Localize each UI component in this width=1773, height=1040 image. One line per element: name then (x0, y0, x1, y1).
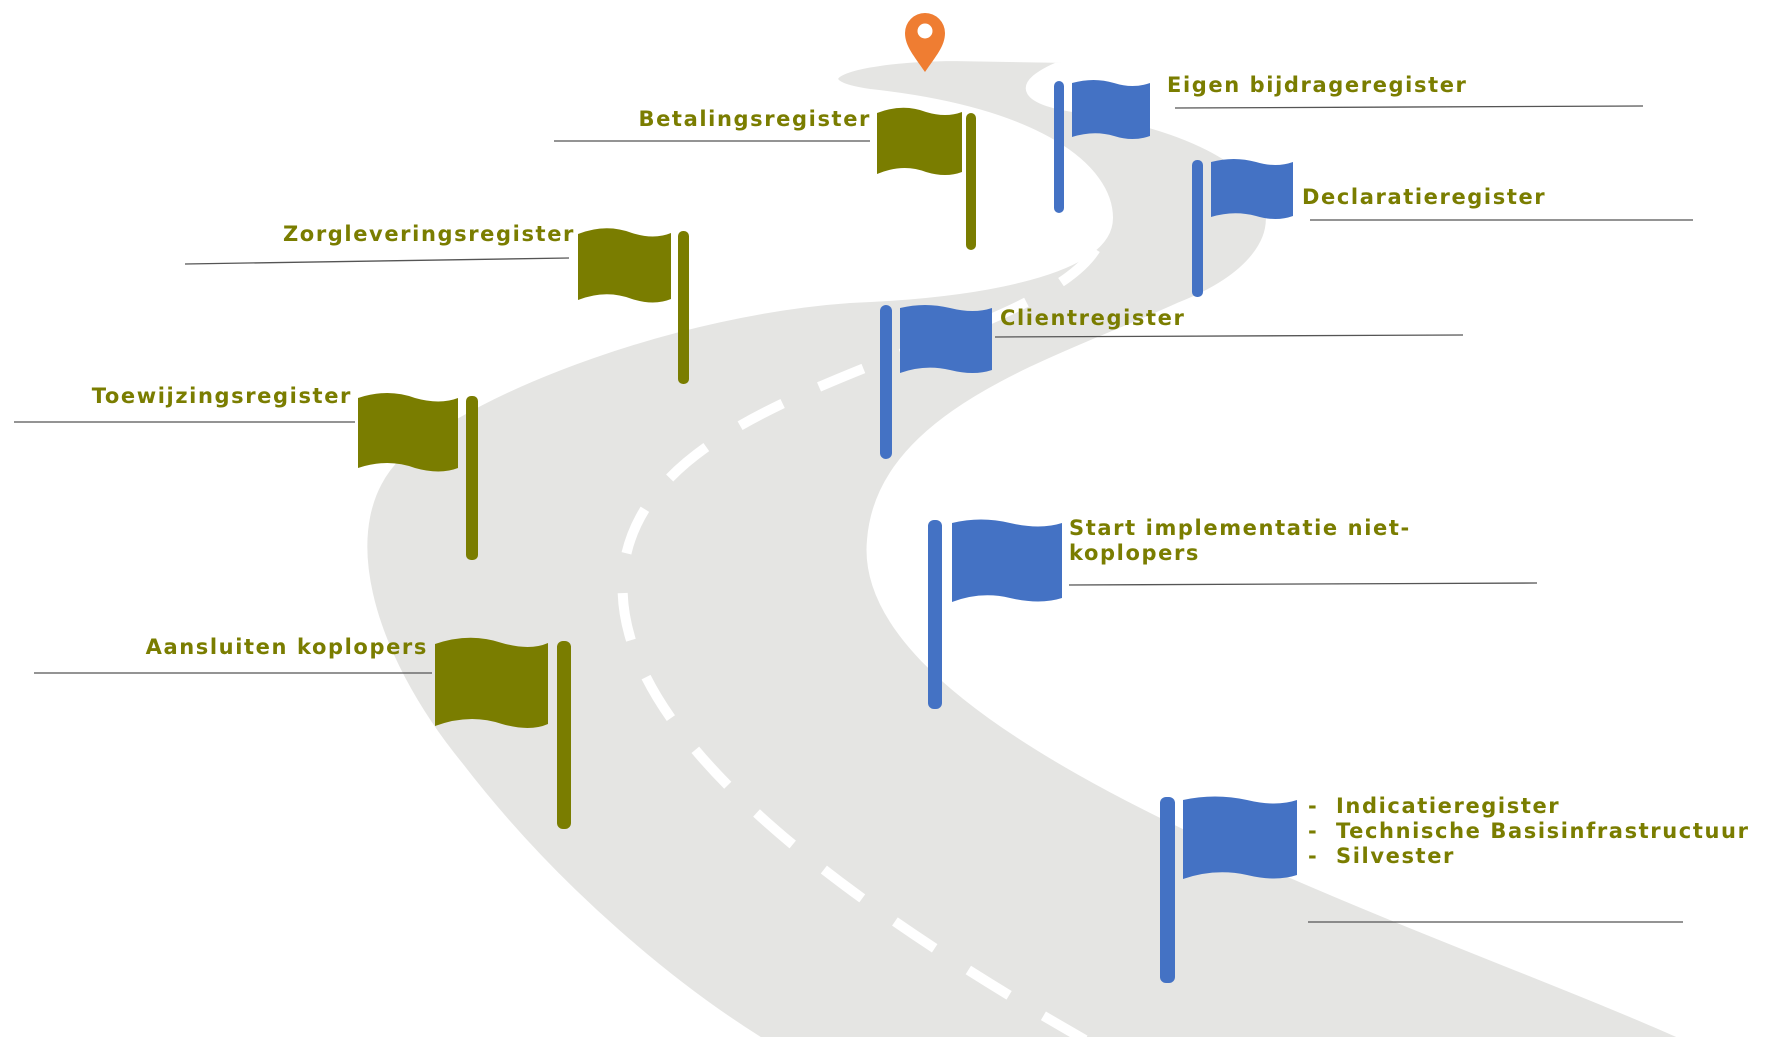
list-item: Technische Basisinfrastructuur (1308, 819, 1750, 844)
leader-line-zorgleveringsregister (184, 257, 570, 265)
flag-betalingsregister (877, 107, 976, 250)
label-first-release-list: Indicatieregister Technische Basisinfras… (1308, 794, 1750, 869)
list-item: Indicatieregister (1308, 794, 1750, 819)
flag-clientregister (880, 305, 992, 459)
label-betalingsregister: Betalingsregister (638, 107, 871, 131)
list-item: Silvester (1308, 844, 1750, 869)
flag-toewijzingsregister (358, 393, 478, 560)
label-toewijzingsregister: Toewijzingsregister (91, 384, 352, 408)
flag-declaratieregister (1192, 159, 1293, 297)
leader-line-start-implementatie (1068, 582, 1538, 586)
label-eigen-bijdrageregister: Eigen bijdrageregister (1167, 73, 1468, 97)
flag-first-release (1160, 796, 1297, 983)
leader-line-clientregister (994, 334, 1464, 338)
road (361, 54, 1692, 1040)
label-start-implementatie: Start implementatie niet- koplopers (1069, 516, 1411, 566)
leader-line-eigen-bijdrageregister (1174, 105, 1644, 109)
flag-aansluiten-koplopers (435, 637, 571, 829)
label-zorgleveringsregister: Zorgleveringsregister (282, 222, 575, 246)
label-start-implementatie-line1: Start implementatie niet- (1069, 516, 1411, 540)
label-start-implementatie-line2: koplopers (1069, 541, 1201, 565)
map-pin-icon (905, 13, 945, 72)
label-declaratieregister: Declaratieregister (1302, 185, 1547, 209)
flag-start-implementatie (928, 519, 1062, 709)
label-aansluiten-koplopers: Aansluiten koplopers (145, 635, 428, 659)
flag-zorgleveringsregister (578, 228, 689, 384)
lane-marking (617, 103, 1108, 1040)
flag-eigen-bijdrageregister (1054, 80, 1150, 213)
label-clientregister: Clientregister (1000, 306, 1186, 330)
